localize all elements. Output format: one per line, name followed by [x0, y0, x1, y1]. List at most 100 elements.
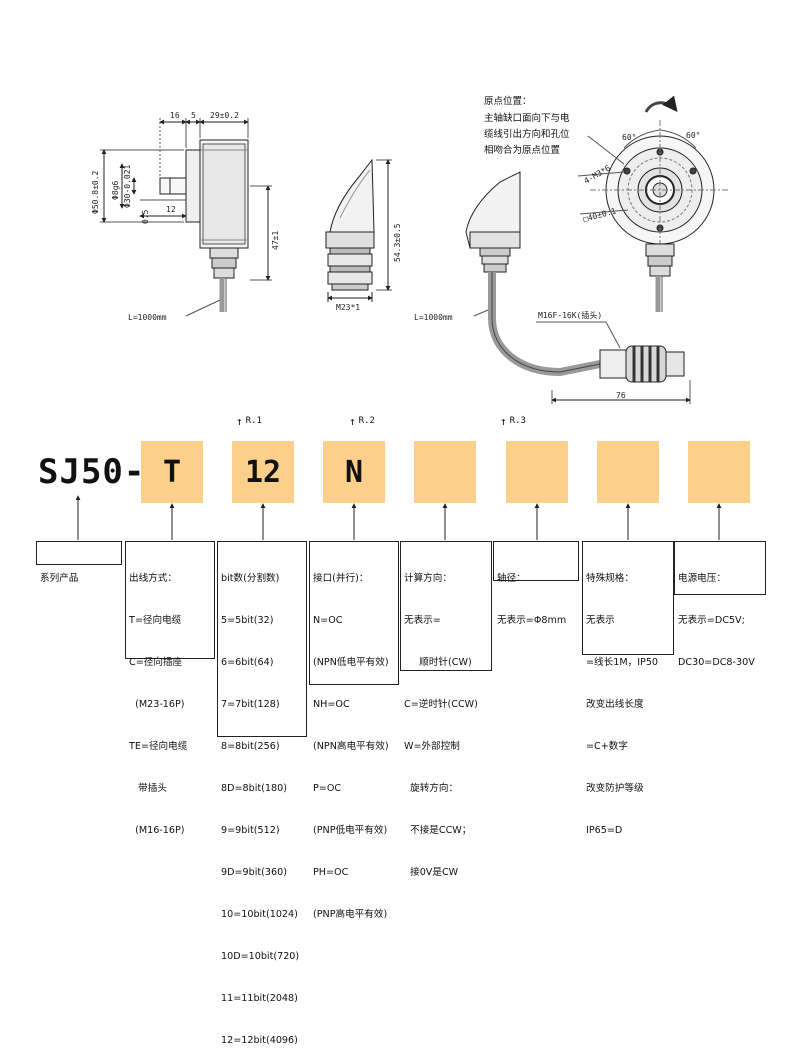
- desc-direction-line: 接0V是CW: [404, 867, 459, 878]
- desc-outlet-title: 出线方式：: [129, 573, 177, 584]
- dim-shaft-small: Φ30-0.021: [123, 164, 132, 208]
- desc-shaft-title: 轴径：: [497, 573, 526, 584]
- desc-bits-line: 10=10bit(1024): [221, 909, 298, 920]
- code-box-outlet: T: [141, 441, 203, 503]
- desc-outlet-line: (M16-16P): [129, 825, 185, 836]
- desc-special: 特殊规格： 无表示 =线长1M，IP50 改变出线长度 =C+数字 改变防护等级…: [582, 541, 674, 836]
- code-box-voltage: [688, 441, 750, 503]
- desc-interface-line: (NPN高电平有效): [313, 741, 389, 752]
- code-box-bits: 12: [232, 441, 294, 503]
- desc-bits-line: 7=7bit(128): [221, 699, 280, 710]
- cable-length-label-2: L=1000mm: [414, 313, 453, 322]
- desc-direction-line: 顺时针(CW): [404, 657, 472, 668]
- desc-bits-line: 12=12bit(4096): [221, 1035, 298, 1046]
- ref-1: ↑R.1: [236, 416, 262, 427]
- desc-interface: 接口(并行)： N=OC (NPN低电平有效) NH=OC (NPN高电平有效)…: [309, 541, 399, 920]
- desc-special-line: 无表示: [586, 615, 615, 626]
- encoder-cable-plug-view: [465, 171, 691, 404]
- dim-47: 47±1: [271, 231, 280, 250]
- desc-direction: 计算方向： 无表示= 顺时针(CW) C=逆时针(CCW) W=外部控制 旋转方…: [400, 541, 492, 878]
- desc-interface-line: (PNP高电平有效): [313, 909, 388, 920]
- code-box-direction: [414, 441, 476, 503]
- cable-length-label: L=1000mm: [128, 313, 167, 322]
- desc-direction-line: 旋转方向：: [404, 783, 459, 794]
- desc-direction-line: C=逆时针(CCW): [404, 699, 478, 710]
- desc-interface-line: N=OC: [313, 615, 343, 626]
- desc-interface-line: P=OC: [313, 783, 342, 794]
- code-box-special: [597, 441, 659, 503]
- origin-note-line-1: 原点位置：: [484, 95, 532, 107]
- angle-right-label: 60°: [686, 131, 700, 140]
- desc-interface-line: (NPN低电平有效): [313, 657, 389, 668]
- desc-outlet-line: TE=径向电缆: [129, 741, 188, 752]
- dim-12: 12: [166, 205, 176, 214]
- desc-bits-line: 6=6bit(64): [221, 657, 274, 668]
- desc-bits-line: 11=11bit(2048): [221, 993, 298, 1004]
- thread-label: M23*1: [336, 303, 360, 312]
- technical-drawings: 16 5 29±0.2 Φ50.8±0.2 Φ8g6 Φ30-0.021 12 …: [75, 95, 730, 540]
- dim-diameter: Φ50.8±0.2: [91, 170, 100, 214]
- dim-16: 16: [170, 111, 180, 120]
- encoder-connector-view: [325, 158, 392, 302]
- desc-outlet: 出线方式： T=径向电缆 C=径向插座 (M23-16P) TE=径向电缆 带插…: [125, 541, 215, 836]
- desc-voltage-line: 无表示=DC5V;: [678, 615, 745, 626]
- desc-direction-title: 计算方向：: [404, 573, 452, 584]
- desc-series: 系列产品: [36, 541, 122, 584]
- ref-1-label: R.1: [245, 416, 262, 426]
- dim-0-5: 0.5: [141, 209, 150, 224]
- desc-direction-line: 不接是CCW；: [404, 825, 472, 836]
- desc-outlet-line: 带插头: [129, 783, 167, 794]
- ref-3: ↑R.3: [500, 414, 526, 428]
- code-box-shaft: [506, 441, 568, 503]
- desc-interface-line: NH=OC: [313, 699, 350, 710]
- desc-bits-line: 8=8bit(256): [221, 741, 280, 752]
- dim-shaft-g6: Φ8g6: [111, 181, 120, 200]
- dim-76: 76: [616, 391, 626, 400]
- desc-interface-title: 接口(并行)：: [313, 573, 369, 584]
- desc-outlet-line: T=径向电缆: [129, 615, 182, 626]
- up-arrow-icon: ↑: [500, 414, 507, 428]
- desc-bits-line: 9D=9bit(360): [221, 867, 287, 878]
- dim-5: 5: [191, 111, 196, 120]
- desc-special-line: 改变防护等级: [586, 783, 644, 794]
- desc-bits-line: 8D=8bit(180): [221, 783, 287, 794]
- desc-outlet-line: (M23-16P): [129, 699, 185, 710]
- desc-series-title: 系列产品: [40, 573, 79, 584]
- angle-left-label: 60°: [622, 133, 636, 142]
- desc-special-line: IP65=D: [586, 825, 623, 836]
- encoder-front-view: [577, 95, 730, 312]
- code-box-interface: N: [323, 441, 385, 503]
- desc-special-line: =C+数字: [586, 741, 628, 752]
- desc-bits-line: 9=9bit(512): [221, 825, 280, 836]
- code-connector-lines: [75, 495, 722, 540]
- origin-note-line-3: 缆线引出方向和孔位: [484, 128, 570, 140]
- ref-2-label: R.2: [358, 416, 375, 426]
- ref-2: ↑R.2: [349, 414, 375, 428]
- desc-bits-line: 10D=10bit(720): [221, 951, 300, 962]
- desc-shaft: 轴径： 无表示=Φ8mm: [493, 541, 579, 626]
- plug-label: M16F-16K(插头): [538, 310, 602, 320]
- up-arrow-icon: ↑: [349, 414, 356, 428]
- desc-bits-line: 5=5bit(32): [221, 615, 274, 626]
- desc-bits: bit数(分割数) 5=5bit(32) 6=6bit(64) 7=7bit(1…: [217, 541, 307, 1046]
- dim-29: 29±0.2: [210, 111, 239, 120]
- model-prefix: SJ50-: [38, 452, 146, 492]
- dim-54-3: 54.3±0.5: [393, 223, 402, 262]
- desc-shaft-line: 无表示=Φ8mm: [497, 615, 567, 626]
- desc-special-line: =线长1M，IP50: [586, 657, 659, 668]
- desc-interface-line: PH=OC: [313, 867, 349, 878]
- encoder-side-view: [100, 118, 272, 317]
- desc-bits-title: bit数(分割数): [221, 573, 280, 584]
- origin-note-line-2: 主轴缺口面向下与电: [484, 112, 570, 124]
- origin-note-line-4: 相吻合为原点位置: [484, 144, 560, 156]
- pcd-label: □40±0.1: [582, 206, 617, 223]
- desc-voltage-line: DC30=DC8-30V: [678, 657, 755, 668]
- ref-3-label: R.3: [509, 416, 526, 426]
- desc-interface-line: (PNP低电平有效): [313, 825, 388, 836]
- desc-special-line: 改变出线长度: [586, 699, 644, 710]
- desc-outlet-line: C=径向插座: [129, 657, 183, 668]
- desc-direction-line: 无表示=: [404, 615, 441, 626]
- desc-voltage: 电源电压： 无表示=DC5V; DC30=DC8-30V: [674, 541, 766, 668]
- desc-direction-line: W=外部控制: [404, 741, 460, 752]
- desc-special-title: 特殊规格：: [586, 573, 634, 584]
